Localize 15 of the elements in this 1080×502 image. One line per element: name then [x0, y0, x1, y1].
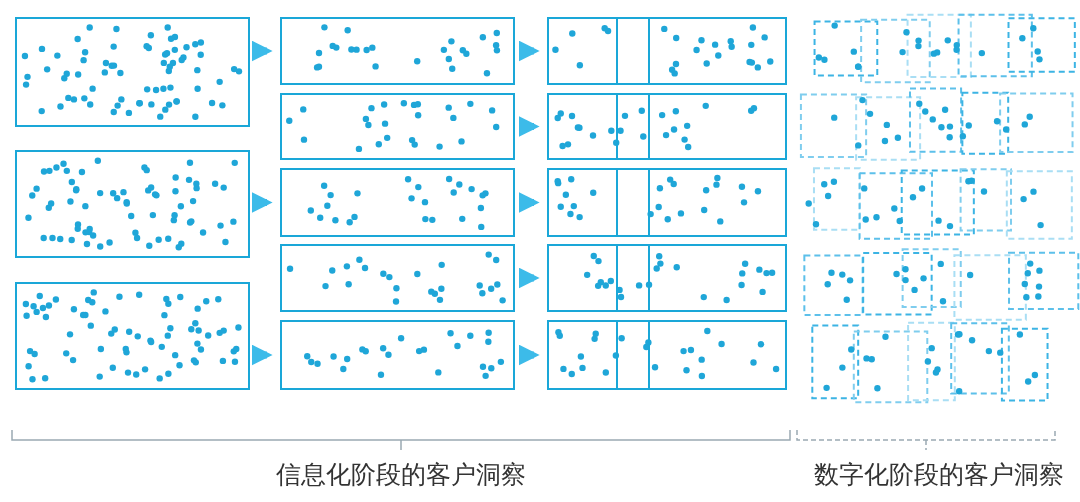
segment-box	[616, 320, 650, 390]
stage-caption: 数字化阶段的客户洞察	[813, 459, 1064, 491]
arrow	[518, 192, 540, 213]
arrow	[518, 116, 540, 137]
stage-caption: 信息化阶段的客户洞察	[276, 459, 526, 491]
segment-box	[616, 17, 650, 85]
segment-box	[616, 93, 650, 160]
arrow	[251, 344, 273, 366]
segment-box	[616, 244, 650, 312]
arrow	[251, 40, 273, 62]
arrow	[518, 267, 540, 289]
arrow	[518, 344, 540, 366]
segment-box	[616, 168, 650, 237]
arrow	[518, 40, 540, 62]
arrow	[251, 192, 273, 213]
